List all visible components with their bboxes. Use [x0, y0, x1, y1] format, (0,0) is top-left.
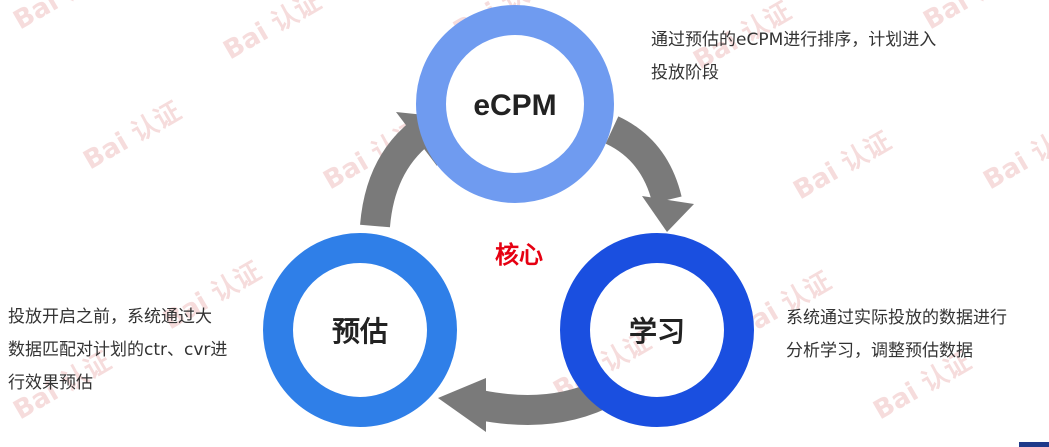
- watermark-text: Bai 认证: [79, 96, 187, 176]
- description-line: 数据匹配对计划的ctr、cvr进: [8, 340, 228, 360]
- center-label: 核心: [495, 241, 543, 269]
- node-estimate: 预估: [263, 233, 457, 427]
- watermark-text: Bai 认证: [789, 126, 897, 206]
- watermark-text: Bai 认证: [219, 0, 327, 66]
- node-ecpm: eCPM: [416, 5, 614, 203]
- node-label-ecpm: eCPM: [473, 89, 556, 122]
- description-line: 行效果预估: [8, 373, 93, 393]
- description-ecpm: 通过预估的eCPM进行排序，计划进入投放阶段: [651, 24, 1011, 90]
- description-line: 系统通过实际投放的数据进行: [786, 308, 1007, 328]
- description-line: 投放开启之前，系统通过大: [8, 307, 212, 327]
- description-line: 分析学习，调整预估数据: [786, 341, 973, 361]
- arrow-ecpm-to-learn: [605, 116, 694, 232]
- description-line: 通过预估的eCPM进行排序，计划进入: [651, 30, 937, 50]
- node-label-learn: 学习: [629, 315, 685, 348]
- node-label-estimate: 预估: [332, 315, 388, 348]
- node-learn: 学习: [560, 233, 754, 427]
- watermark-text: Bai 认证: [9, 0, 117, 36]
- watermark-text: Bai 认证: [979, 116, 1049, 196]
- description-line: 投放阶段: [651, 63, 719, 83]
- description-estimate: 投放开启之前，系统通过大数据匹配对计划的ctr、cvr进行效果预估: [8, 301, 270, 400]
- description-learn: 系统通过实际投放的数据进行分析学习，调整预估数据: [786, 302, 1046, 368]
- corner-strip: [1019, 442, 1049, 447]
